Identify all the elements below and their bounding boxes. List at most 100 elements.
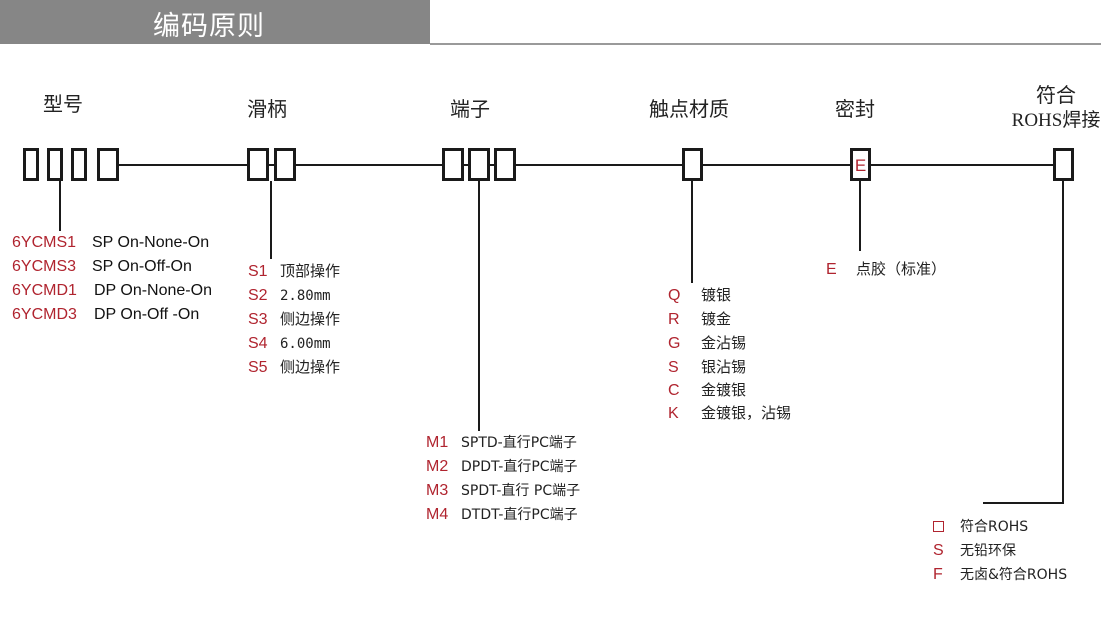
handle-code-box — [274, 148, 296, 181]
contact-code-box — [682, 148, 703, 181]
option-contact-4: S 银沾锡 — [668, 355, 746, 379]
page-title: 编码原则 — [153, 11, 265, 42]
option-desc: SP On-Off-On — [92, 258, 192, 275]
option-code: 6YCMS1 — [12, 234, 77, 251]
model-code-box — [23, 148, 39, 181]
option-seal-1: E 点胶（标准） — [826, 257, 946, 281]
option-contact-3: G 金沾锡 — [668, 331, 746, 355]
option-code: S1 — [248, 263, 268, 280]
category-rohs-line2: ROHS焊接 — [1011, 110, 1101, 131]
option-contact-1: Q 镀银 — [668, 283, 731, 307]
seal-box-letter: E — [854, 156, 867, 175]
option-code: S — [933, 542, 944, 559]
option-code: F — [933, 566, 943, 583]
option-desc: 镀银 — [701, 286, 732, 304]
option-code: Q — [668, 287, 681, 304]
option-contact-6: K 金镀银，沾锡 — [668, 401, 791, 425]
model-code-box — [71, 148, 87, 181]
option-rohs-1: 符合ROHS — [933, 514, 1028, 538]
option-desc: 金镀银，沾锡 — [701, 404, 792, 422]
option-model-1: 6YCMS1 SP On-None-On — [12, 230, 209, 254]
header-bar — [0, 0, 430, 44]
terminal-lead-line — [478, 181, 480, 431]
category-model: 型号 — [43, 92, 83, 116]
category-rohs-line1: 符合 — [1036, 83, 1076, 107]
model-lead-line — [59, 181, 61, 231]
option-desc: 银沾锡 — [701, 358, 747, 376]
option-desc: DP On-Off -On — [94, 306, 200, 323]
option-rohs-3: F 无卤&符合ROHS — [933, 562, 1067, 586]
handle-code-box — [247, 148, 269, 181]
option-desc: 无卤&符合ROHS — [960, 567, 1068, 583]
option-desc: 金沾锡 — [701, 334, 747, 352]
option-code: M4 — [426, 506, 449, 523]
option-desc: 6.00mm — [280, 336, 331, 352]
option-desc: 侧边操作 — [280, 310, 341, 328]
model-code-box — [47, 148, 63, 181]
option-code: S3 — [248, 311, 268, 328]
terminal-code-box — [494, 148, 516, 181]
option-code: S2 — [248, 287, 268, 304]
option-desc: SPDT-直行 PC端子 — [461, 483, 581, 499]
seal-lead-line — [859, 181, 861, 251]
terminal-code-box — [442, 148, 464, 181]
option-desc: 金镀银 — [701, 381, 747, 399]
option-desc: SPTD-直行PC端子 — [461, 435, 577, 451]
option-code: S5 — [248, 359, 268, 376]
category-rohs: 符合 ROHS焊接 — [1012, 82, 1101, 134]
option-code: E — [826, 261, 837, 278]
model-code-box — [97, 148, 119, 181]
option-desc: 侧边操作 — [280, 358, 341, 376]
option-contact-5: C 金镀银 — [668, 378, 746, 402]
option-code: M2 — [426, 458, 449, 475]
rohs-lead-line — [1062, 181, 1064, 504]
empty-square-icon — [933, 521, 944, 532]
option-contact-2: R 镀金 — [668, 307, 731, 331]
option-terminal-4: M4 DTDT-直行PC端子 — [426, 502, 578, 526]
option-code: 6YCMD3 — [12, 306, 77, 323]
category-terminal: 端子 — [450, 97, 490, 121]
option-desc: SP On-None-On — [92, 234, 210, 251]
option-model-2: 6YCMS3 SP On-Off-On — [12, 254, 192, 278]
option-code: S4 — [248, 335, 268, 352]
option-desc: DP On-None-On — [94, 282, 212, 299]
option-code: G — [668, 335, 681, 352]
option-code: R — [668, 311, 680, 328]
option-handle-4: S4 6.00mm — [248, 331, 331, 355]
category-handle: 滑柄 — [247, 97, 287, 121]
option-terminal-3: M3 SPDT-直行 PC端子 — [426, 478, 580, 502]
option-desc: 点胶（标准） — [856, 260, 947, 278]
option-desc: 2.80mm — [280, 288, 331, 304]
option-desc: DPDT-直行PC端子 — [461, 459, 578, 475]
option-terminal-2: M2 DPDT-直行PC端子 — [426, 454, 578, 478]
contact-lead-line — [691, 181, 693, 283]
category-seal: 密封 — [835, 97, 875, 121]
option-code: 6YCMS3 — [12, 258, 77, 275]
option-code: M1 — [426, 434, 449, 451]
option-terminal-1: M1 SPTD-直行PC端子 — [426, 430, 577, 454]
handle-lead-line — [270, 181, 272, 259]
option-model-3: 6YCMD1 DP On-None-On — [12, 278, 212, 302]
option-code: S — [668, 359, 679, 376]
option-code: 6YCMD1 — [12, 282, 77, 299]
terminal-code-box — [468, 148, 490, 181]
option-handle-1: S1 顶部操作 — [248, 259, 340, 283]
option-code: C — [668, 382, 680, 399]
option-desc: DTDT-直行PC端子 — [461, 507, 578, 523]
connector-line — [118, 164, 1056, 166]
seal-code-box: E — [850, 148, 871, 181]
option-handle-2: S2 2.80mm — [248, 283, 331, 307]
option-model-4: 6YCMD3 DP On-Off -On — [12, 302, 199, 326]
option-code: M3 — [426, 482, 449, 499]
option-desc: 符合ROHS — [960, 519, 1029, 535]
option-code: K — [668, 405, 679, 422]
rohs-lead-elbow — [983, 502, 1064, 504]
option-desc: 顶部操作 — [280, 262, 341, 280]
header-divider — [430, 43, 1101, 45]
rohs-code-box — [1053, 148, 1074, 181]
option-desc: 镀金 — [701, 310, 732, 328]
category-contact-material: 触点材质 — [649, 97, 729, 121]
option-handle-5: S5 侧边操作 — [248, 355, 340, 379]
option-handle-3: S3 侧边操作 — [248, 307, 340, 331]
